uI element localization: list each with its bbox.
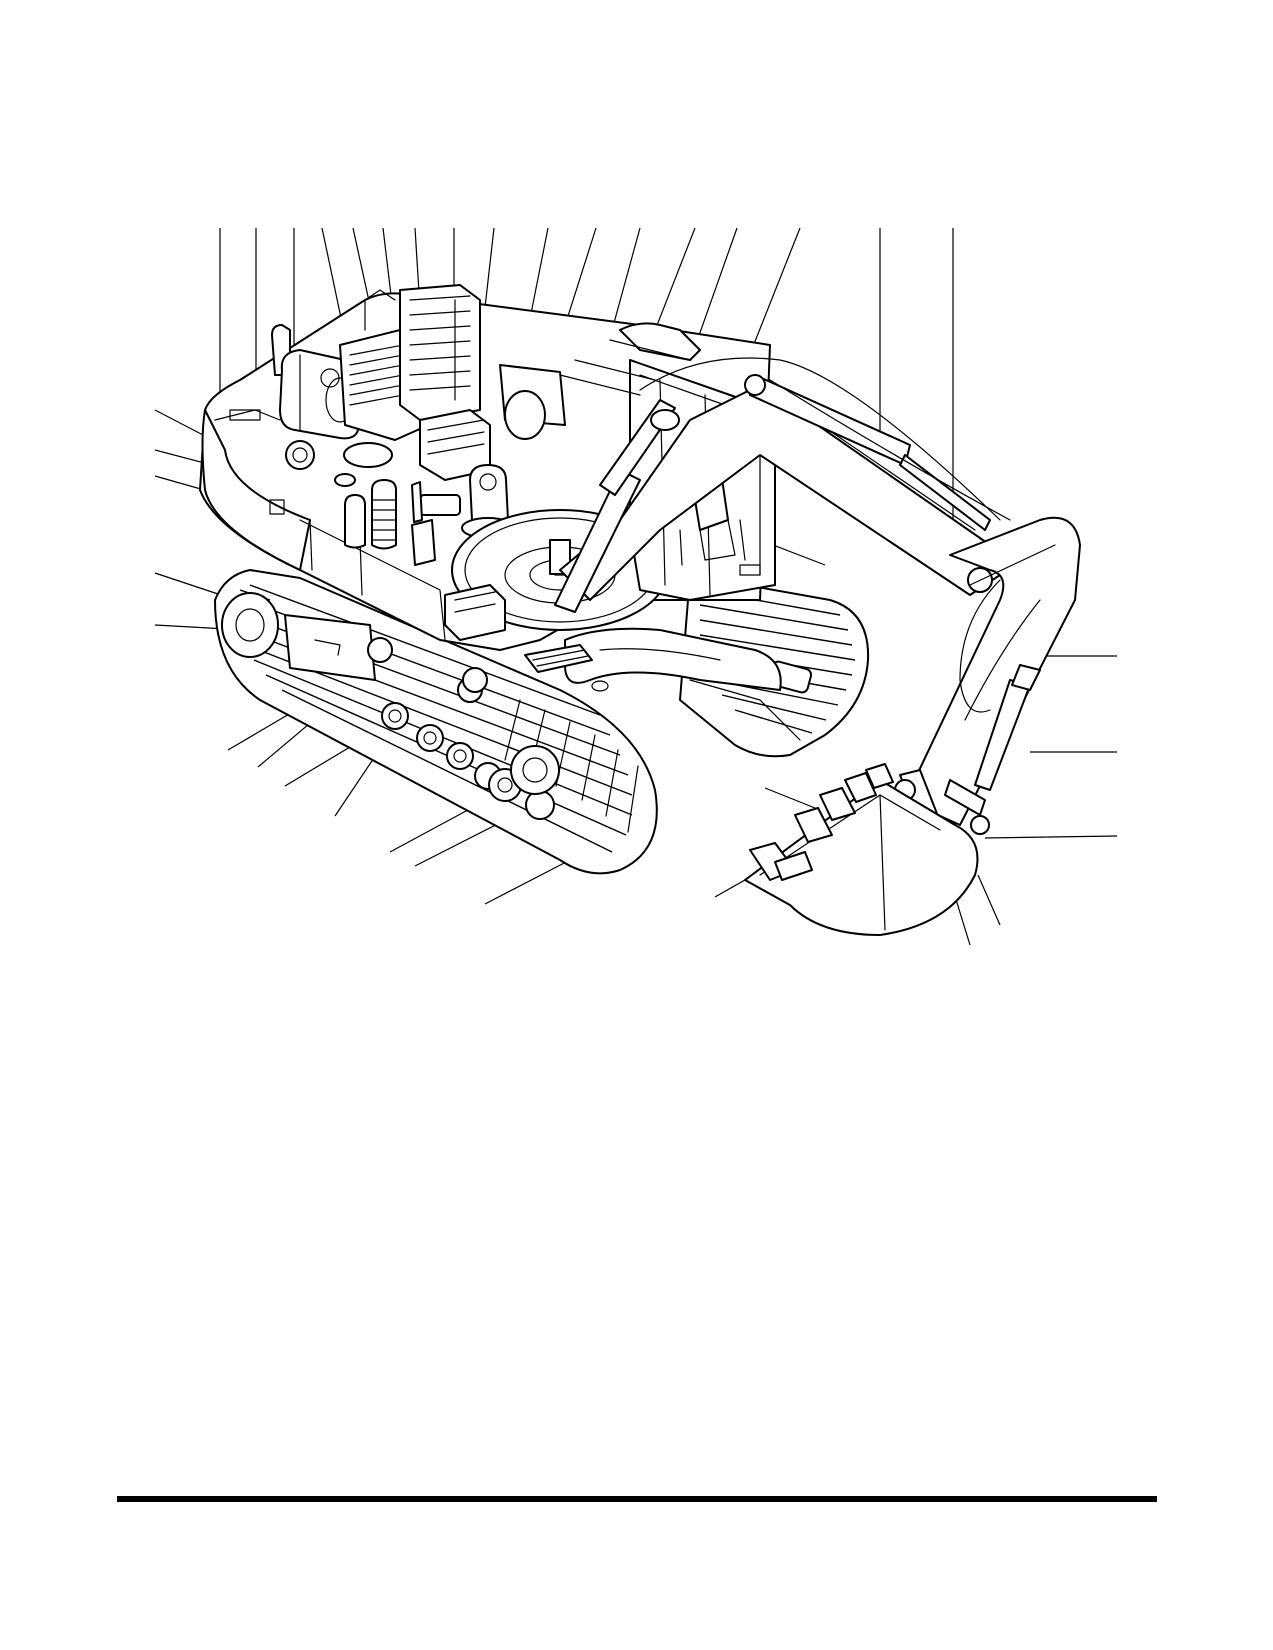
- hydraulic-filter: [371, 479, 397, 550]
- battery-box: [444, 584, 506, 641]
- bucket: [744, 763, 979, 936]
- tank-cap-area: [419, 494, 461, 516]
- leader-teeth-1: [764, 787, 821, 811]
- footer-rule: [117, 1496, 1157, 1502]
- bucket-teeth: [749, 763, 894, 881]
- arm-hoses: [959, 579, 1001, 713]
- main-control-valve: [419, 409, 491, 481]
- travel-motor: [462, 667, 488, 693]
- arm-stick: [904, 516, 1081, 826]
- fill-cap: [334, 473, 356, 487]
- drive-sprocket: [510, 745, 560, 795]
- engine-hood: [619, 322, 701, 361]
- track-frame-guard: [284, 614, 376, 681]
- leader-low-7: [484, 859, 571, 905]
- bucket-cylinder: [974, 664, 1041, 791]
- fuel-tank-cap: [504, 390, 546, 440]
- boom-cylinders: [554, 399, 680, 613]
- boom-hoses: [639, 357, 1001, 521]
- side-panel-door: [411, 519, 436, 566]
- hydraulic-pump: [285, 440, 315, 470]
- front-idler: [221, 592, 279, 658]
- leader-right-5: [977, 874, 1001, 926]
- left-crawler-track: [214, 569, 658, 875]
- carbody-frame: [564, 627, 782, 692]
- leader-right-4: [984, 835, 1118, 839]
- air-cleaner-cover: [343, 442, 393, 468]
- radiator: [399, 284, 481, 421]
- counterweight: [201, 409, 311, 571]
- fuel-filter: [344, 494, 366, 549]
- arm-cylinder: [744, 374, 991, 531]
- hood-vents: [559, 339, 691, 396]
